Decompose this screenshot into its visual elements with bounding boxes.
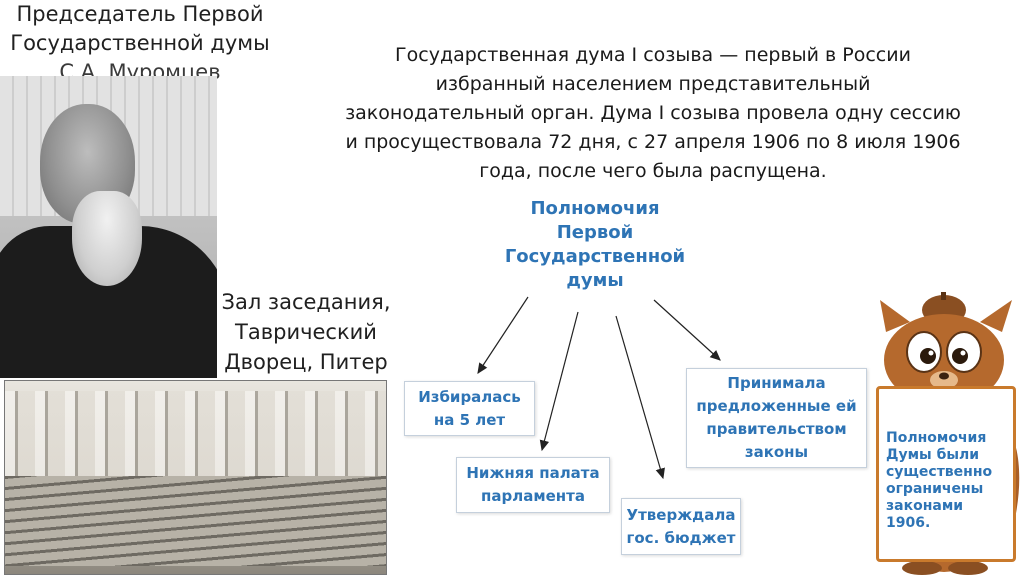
portrait-caption-line1: Председатель Первой bbox=[16, 2, 264, 26]
tauride-palace-hall-photo bbox=[4, 380, 387, 575]
intro-line2: избранный населением представительный bbox=[435, 73, 871, 95]
sign-line3: существенно bbox=[886, 464, 993, 480]
intro-line1: Государственная дума I созыва — первый в… bbox=[395, 44, 911, 66]
powers-heading-line1: Полномочия bbox=[530, 198, 660, 219]
power-box-laws-line2: предложенные ей bbox=[696, 397, 857, 415]
hall-caption-line2: Таврический bbox=[235, 320, 377, 344]
power-box-term-line2: на 5 лет bbox=[433, 410, 506, 429]
power-box-term: Избиралась на 5 лет bbox=[404, 381, 535, 436]
sign-line4: ограничены bbox=[886, 481, 984, 497]
powers-heading-line2: Первой bbox=[556, 222, 634, 243]
power-box-laws-line3: правительством bbox=[706, 420, 847, 438]
arrow-to-box-2 bbox=[539, 311, 579, 452]
sign-line1: Полномочия bbox=[886, 430, 987, 446]
intro-line3: законодательный орган. Дума I созыва про… bbox=[345, 102, 961, 124]
arrow-to-box-4 bbox=[653, 299, 721, 361]
hall-caption: Зал заседания, Таврический Дворец, Питер bbox=[215, 287, 397, 377]
mascot-sign-text: Полномочия Думы были существенно огранич… bbox=[886, 430, 1006, 532]
mascot-sign-board bbox=[876, 386, 1016, 562]
power-box-term-line1: Избиралась bbox=[418, 387, 521, 406]
power-box-budget-line2: гос. бюджет bbox=[626, 528, 736, 547]
muromtsev-portrait-photo bbox=[0, 76, 217, 378]
sign-line2: Думы были bbox=[886, 447, 980, 463]
hall-caption-line3: Дворец, Питер bbox=[224, 350, 388, 374]
intro-paragraph: Государственная дума I созыва — первый в… bbox=[300, 41, 1006, 186]
portrait-caption-line2: Государственной думы bbox=[10, 31, 270, 55]
power-box-lower-chamber-line2: парламента bbox=[481, 487, 585, 505]
portrait-caption: Председатель Первой Государственной думы… bbox=[0, 0, 280, 87]
powers-heading-line4: думы bbox=[566, 270, 624, 291]
arrow-to-box-3 bbox=[615, 315, 665, 480]
intro-line5: года, после чего была распущена. bbox=[479, 160, 827, 182]
intro-line4: и просуществовала 72 дня, с 27 апреля 19… bbox=[345, 131, 961, 153]
hall-caption-line1: Зал заседания, bbox=[221, 290, 391, 314]
power-box-lower-chamber-line1: Нижняя палата bbox=[466, 464, 600, 482]
sign-line6: 1906. bbox=[886, 515, 931, 531]
power-box-laws-line4: законы bbox=[744, 443, 809, 461]
power-box-laws-line1: Принимала bbox=[727, 374, 826, 392]
power-box-lower-chamber: Нижняя палата парламента bbox=[456, 457, 610, 513]
power-box-laws: Принимала предложенные ей правительством… bbox=[686, 368, 867, 468]
powers-heading: Полномочия Первой Государственной думы bbox=[470, 197, 720, 293]
powers-heading-line3: Государственной bbox=[504, 246, 686, 267]
sign-line5: законами bbox=[886, 498, 964, 514]
power-box-budget: Утверждала гос. бюджет bbox=[621, 498, 741, 555]
power-box-budget-line1: Утверждала bbox=[626, 505, 736, 524]
arrow-to-box-1 bbox=[477, 296, 529, 375]
